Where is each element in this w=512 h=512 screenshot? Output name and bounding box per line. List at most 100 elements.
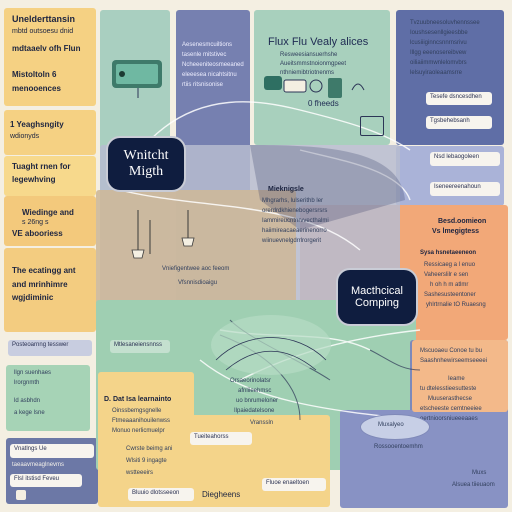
top-center-line1: Resweesiansuerhshe [280, 52, 338, 58]
right-mid-pill1[interactable]: Nsd lebaogoleen [430, 152, 500, 166]
right-lower-line5: Muuserasthecse [428, 396, 473, 402]
left-p7-line2: taeaavmeaglnevms [12, 462, 65, 468]
right-bottom-footer1: Muxs [472, 470, 487, 476]
right-bottom-line: Rossooentoemhm [374, 444, 423, 450]
orange-heading2: Vs lmegigtess [432, 228, 480, 235]
top-right-pill1[interactable]: Tesefe dsncesdhen [426, 92, 492, 105]
orange-line3: h oh h m atlmr [430, 282, 469, 288]
bottom-mid-line1: Oinssbemgsgnelle [112, 408, 162, 414]
left-p2-line1: 1 Yeaghsngity [10, 120, 64, 129]
right-lower-line6: etscheeste cemtneeiee [420, 406, 482, 412]
bottom-box-line1: Cwrste beimg ani [126, 446, 173, 452]
center-lower-line4: Ilpaiedatelsone [234, 408, 275, 414]
top-center-line3: nthniemibtriotnenms [280, 70, 335, 76]
bottom-footer: Diegheens [202, 490, 241, 499]
right-mid-pill2[interactable]: Iseneereenahoun [430, 182, 500, 196]
node-macthcical-comping[interactable]: Macthcical Comping [336, 268, 418, 326]
device-illustration-icon [112, 60, 162, 98]
center-heading: Mieknigsle [268, 186, 304, 193]
left-p6-line2: lrorgnmth [14, 380, 40, 386]
top-mid-line1: Aesenesmcuiltions [182, 42, 233, 48]
right-lower-line3: Ieame [448, 376, 465, 382]
left-p1-line5: menooences [12, 84, 61, 93]
right-lower-line2: Saashnhewirseemseeeei [420, 358, 488, 364]
orange-heading1: Besd.oomieon [438, 218, 487, 225]
bottom-pill[interactable]: Bluuio dlotsseeon [128, 488, 194, 501]
node2-line2: Comping [354, 297, 400, 309]
left-p6-line4: a kege lsne [14, 410, 45, 416]
left-p6-line1: llgn suenhaes [14, 370, 52, 376]
top-right-line5: oiliaiimmwnlelomvbrs [410, 60, 467, 66]
bottom-box-line2: Wlsiti 9 ingagte [126, 458, 167, 464]
left-pill-posteo[interactable]: Posteoarnng tesswer [8, 340, 92, 356]
orange-line1: Ressicaeg a l enuo [424, 262, 476, 268]
center-lower-line2: afnliieehmsc [238, 388, 272, 394]
bottom-mid-title: D. Dat Isa learnainto [104, 396, 172, 403]
top-right-pill2[interactable]: Tgsbehebsanh [426, 116, 492, 129]
left-box-icon [16, 490, 26, 500]
left-panel-6 [6, 365, 90, 431]
bottom-box-line3: wstteeeirs [126, 470, 154, 476]
left-panel-4 [4, 196, 96, 246]
node-wnitcht-migth[interactable]: Wnitcht Migth [106, 136, 186, 192]
bottom-mid-line2: Ftmeaaanihouilenwss [112, 418, 171, 424]
node2-line1: Macthcical [351, 285, 403, 297]
peach-panel [412, 340, 508, 412]
left-p4-line2: s 26ng s [22, 219, 49, 226]
left-p4-line3: VE abooriess [12, 229, 63, 238]
left-p1-line3: mdtaaelv ofh Flun [12, 44, 81, 53]
top-center-line2: Aueitsmmstnoionmgpeet [280, 61, 347, 67]
left-p1-line4: Mistoltoln 6 [12, 70, 57, 79]
top-mid-line5: rtiis ritsnisonise [182, 82, 224, 88]
center-lower-line3: uo bnrumeloner [236, 398, 279, 404]
orange-line4: Sashesusteentoner [424, 292, 476, 298]
center-mid-pill[interactable]: Mtlesaneiensnnss [110, 340, 170, 353]
node1-line2: Migth [128, 164, 164, 179]
left-panel-top [4, 8, 96, 106]
bottom-pill2[interactable]: Fluoe enaeltoen [262, 478, 326, 491]
orange-sub: Sysa hsnetaeeneon [420, 250, 477, 256]
node1-line1: Wnitcht [123, 148, 169, 163]
top-mid-line4: eleeesea nicahtsitnu [182, 72, 237, 78]
center-lower-line5: Vranssln [250, 420, 274, 426]
lamp-icons [131, 210, 195, 259]
left-p6-line3: ld asbhdn [14, 398, 41, 404]
center-line3: Iammireucntnrvvecthalmi [262, 218, 329, 224]
left-pill-vnatlngs[interactable]: Vnatlngs Ue [10, 444, 94, 458]
ellipse-node[interactable] [360, 414, 430, 440]
top-mid-line3: Ncheeeniteosmeeaned [182, 62, 244, 68]
top-right-line2: Ioushsesenllgieesbbe [410, 30, 468, 36]
left-p5-line1: The ecatingg ant [12, 266, 76, 275]
top-right-line3: lcusiiiginncsnnrnsrivu [410, 40, 467, 46]
center-lower-line1: Orsaeorinolatsr [230, 378, 272, 384]
top-right-line4: Illgg eeenosereibvew [410, 50, 467, 56]
circuit-dome-icon [211, 315, 331, 375]
bottom-mid-line3: Monuo nerlicmuelpr [112, 428, 165, 434]
left-p3-line1: Tuaght rnen for [12, 162, 71, 171]
orange-footer: yhlrtrnalie tO Ruaesng [426, 302, 486, 308]
top-center-title: Flux Flu Vealy alices [268, 36, 369, 48]
top-mid-line2: tasenle mitstivec [182, 52, 227, 58]
center-bar-label2: Vfsnnisdioaigu [178, 280, 218, 286]
bottom-mid-card [98, 372, 194, 438]
bottom-tag[interactable]: Tueiteahorss [190, 432, 252, 445]
left-pill-flsi[interactable]: FlsI itstisd Feveu [10, 474, 82, 487]
left-p4-line1: Wiedinge and [22, 208, 74, 217]
left-p2-line2: wdionyds [10, 133, 40, 140]
center-line4: haiimireacaeaerinenorro [262, 228, 327, 234]
top-right-line6: lelsuyiraoleaamsrre [410, 70, 463, 76]
center-line5: wiinuevnelgdrrlrorgerit [262, 238, 322, 244]
right-lower-line7: oertnioorsniueeeaaes [420, 416, 478, 422]
left-p5-line3: wgjdiminic [12, 293, 54, 302]
left-p1-line1: Unelderttansin [12, 14, 76, 24]
orange-line2: Vaheerslilr e sen [424, 272, 469, 278]
device-cluster-icon [264, 76, 365, 98]
center-line2: orerdrdkhienebogersrsrs [262, 208, 328, 214]
right-lower-line4: tu dtelesstieesutteste [420, 386, 477, 392]
left-p3-line2: legewhving [12, 175, 56, 184]
right-lower-line1: Mscuoaeu Conoe tu bu [420, 348, 483, 354]
ellipse-label: Muxalyeo [378, 422, 404, 428]
top-right-line1: Tvzuubneesoluvhennssee [410, 20, 480, 26]
left-p1-line2: mbtd outsoesu dnid [12, 28, 74, 35]
square-icon [360, 116, 384, 136]
